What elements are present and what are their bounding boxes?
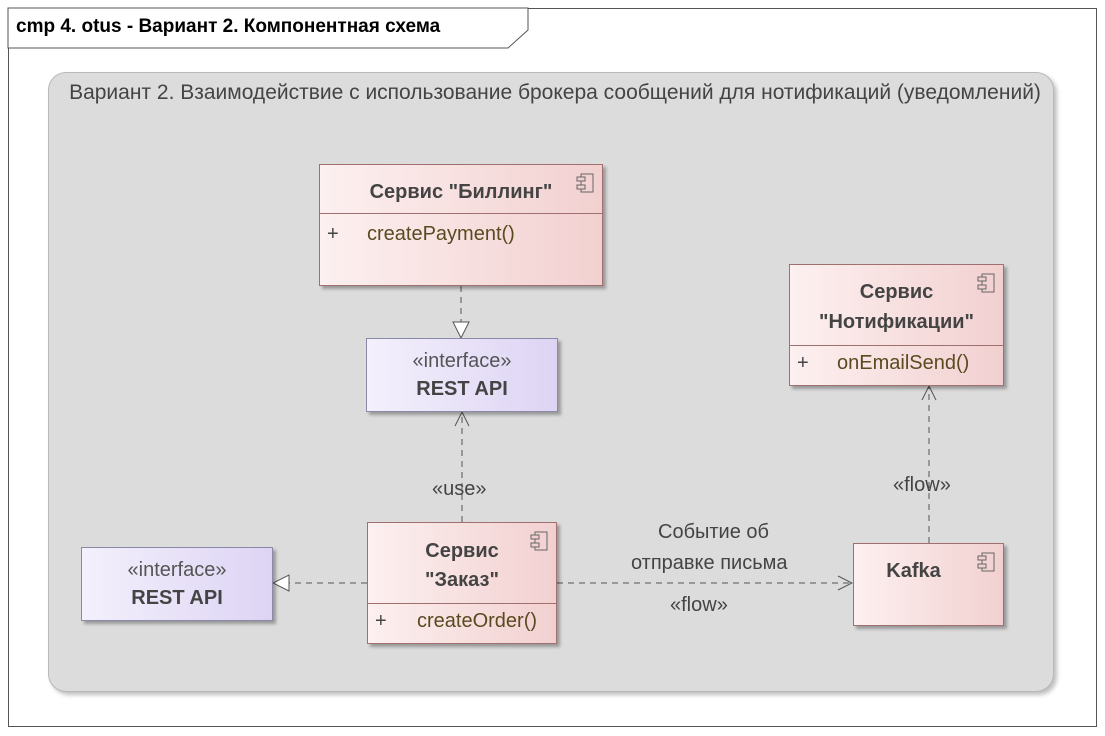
component-notifications[interactable]: Сервис "Нотификации" +onEmailSend() xyxy=(789,264,1004,386)
component-icon xyxy=(576,173,594,193)
operation-create-payment: createPayment() xyxy=(367,223,515,245)
interface-stereotype: «interface» xyxy=(412,350,512,372)
component-notifications-name-line1: Сервис xyxy=(859,281,934,303)
component-order-name-line2: "Заказ" xyxy=(425,569,499,591)
operation-row: +onEmailSend() xyxy=(797,352,970,374)
component-billing[interactable]: Сервис "Биллинг" +createPayment() xyxy=(319,164,603,286)
component-icon xyxy=(530,531,548,551)
interface-rest-api-center[interactable]: «interface» REST API xyxy=(366,338,558,412)
component-notifications-name-line2: "Нотификации" xyxy=(818,311,975,333)
frame-title: cmp 4. otus - Вариант 2. Компонентная сх… xyxy=(16,16,441,37)
label-flow-order-kafka: «flow» xyxy=(670,594,728,616)
operation-row: +createOrder() xyxy=(375,610,538,632)
component-icon xyxy=(977,552,995,572)
interface-name: REST API xyxy=(131,587,223,609)
component-kafka[interactable]: Kafka xyxy=(853,543,1004,626)
operation-create-order: createOrder() xyxy=(417,610,538,632)
interface-name: REST API xyxy=(416,378,508,400)
operation-row: +createPayment() xyxy=(327,223,515,245)
component-kafka-name: Kafka xyxy=(886,560,941,582)
interface-rest-api-left[interactable]: «interface» REST API xyxy=(81,547,273,621)
diagram-frame xyxy=(8,8,1097,727)
operation-on-email-send: onEmailSend() xyxy=(837,352,970,374)
label-flow-kafka-notifications: «flow» xyxy=(893,474,951,496)
label-use: «use» xyxy=(432,478,487,500)
label-event-line1: Событие об xyxy=(658,521,769,543)
component-billing-name: Сервис "Биллинг" xyxy=(369,181,553,203)
interface-stereotype: «interface» xyxy=(127,559,227,581)
component-icon xyxy=(977,273,995,293)
component-order[interactable]: Сервис "Заказ" +createOrder() xyxy=(367,522,557,644)
component-order-name-line1: Сервис xyxy=(425,540,499,562)
label-event-line2: отправке письма xyxy=(631,552,788,574)
boundary-title: Вариант 2. Взаимодействие с использовани… xyxy=(69,81,1041,104)
